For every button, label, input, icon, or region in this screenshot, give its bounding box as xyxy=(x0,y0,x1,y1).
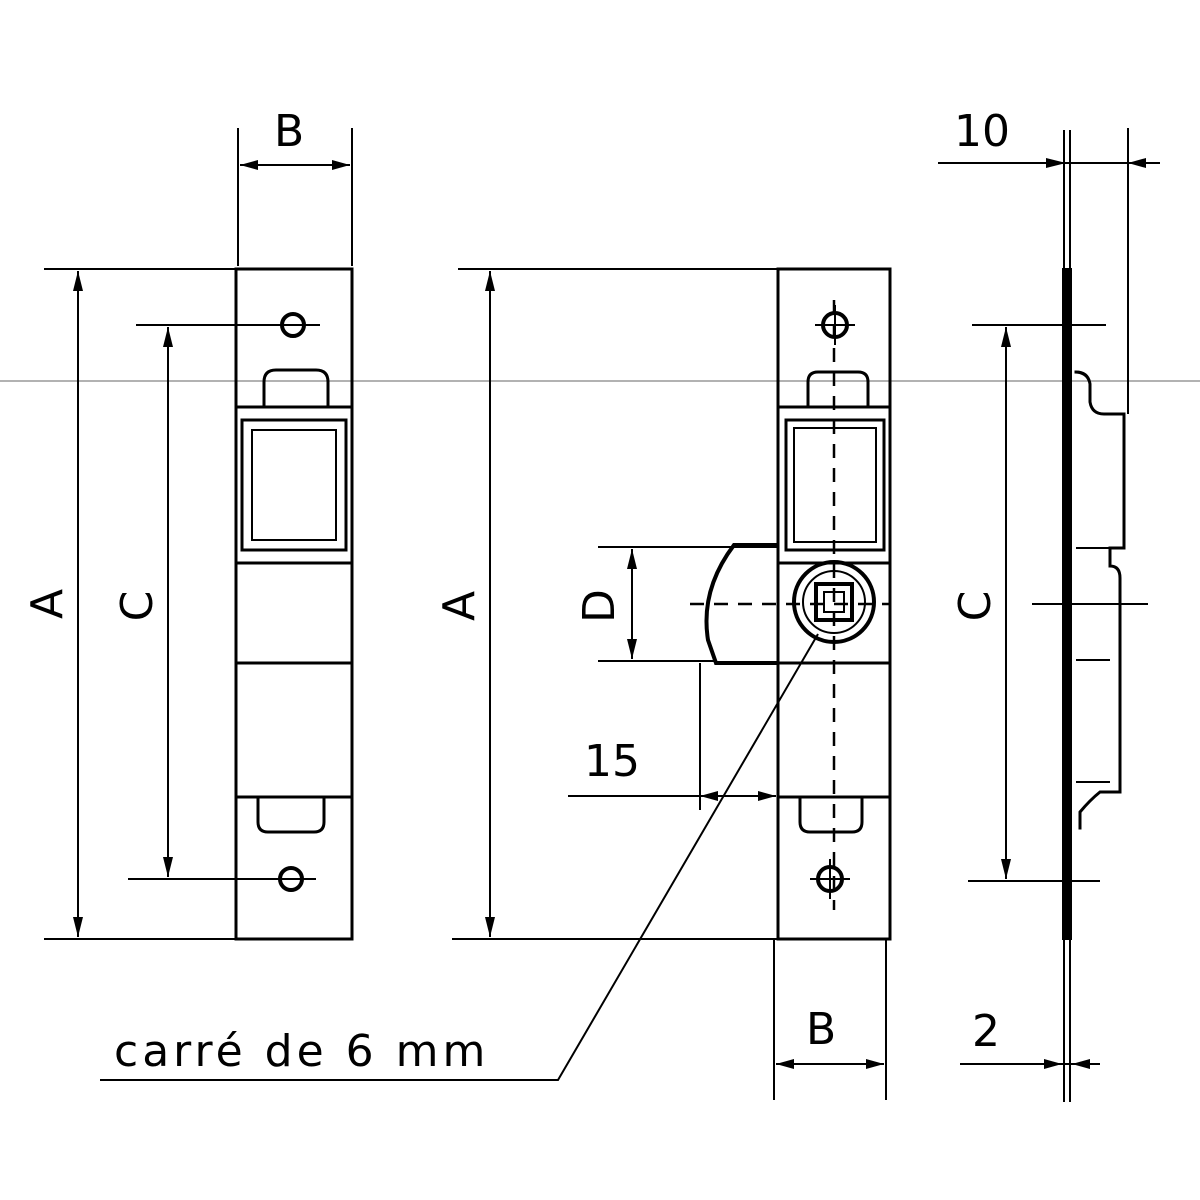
left-label-c: C xyxy=(112,591,163,622)
right-label-c: C xyxy=(950,591,1001,622)
latch-bolt xyxy=(704,543,778,665)
center-bottom-tab xyxy=(798,795,864,834)
center-top-tab xyxy=(806,370,870,409)
label-15: 15 xyxy=(584,736,640,787)
follower-hub-inner xyxy=(802,570,866,634)
center-view: A D 15 B carré de 6 mm xyxy=(100,267,892,1100)
left-label-a: A xyxy=(22,589,73,619)
left-top-tab xyxy=(262,368,330,409)
label-d: D xyxy=(574,589,625,623)
left-bottom-tab xyxy=(256,795,326,834)
center-label-b: B xyxy=(806,1004,836,1055)
follower-square xyxy=(814,582,854,622)
square-note: carré de 6 mm xyxy=(114,1026,489,1077)
side-profile xyxy=(1074,370,1126,830)
left-window-outer xyxy=(240,418,348,552)
center-window-outer xyxy=(784,418,886,552)
label-2: 2 xyxy=(972,1006,1000,1057)
left-view: B A C xyxy=(22,106,354,941)
center-label-a: A xyxy=(434,591,485,621)
square-note-leader xyxy=(100,633,819,1081)
center-bottom-screw xyxy=(810,859,850,899)
label-10: 10 xyxy=(954,106,1010,157)
left-plate-outline xyxy=(234,267,354,941)
left-label-b: B xyxy=(274,106,304,157)
follower-hub-outer xyxy=(792,560,876,644)
right-view: 10 C 2 xyxy=(938,106,1160,1102)
left-window-inner xyxy=(251,429,337,541)
